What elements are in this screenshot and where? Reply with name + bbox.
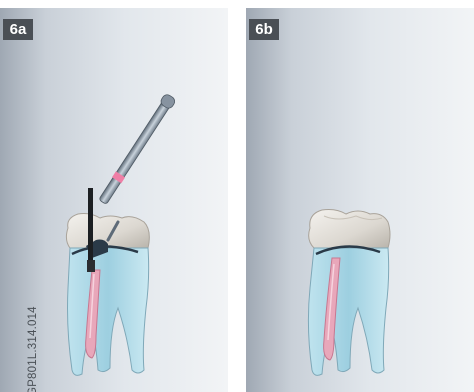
panel-6b: 6b	[246, 8, 474, 392]
tooth-crown	[66, 214, 149, 249]
panel-6a: 6a	[0, 8, 228, 392]
post	[88, 188, 93, 268]
tooth-crown	[309, 210, 390, 249]
tooth-root	[308, 248, 388, 375]
tooth-restored-illustration	[246, 8, 474, 392]
tooth-root	[68, 248, 149, 375]
figure-code: GP801L.314.014	[27, 306, 39, 392]
instrument	[97, 93, 177, 206]
